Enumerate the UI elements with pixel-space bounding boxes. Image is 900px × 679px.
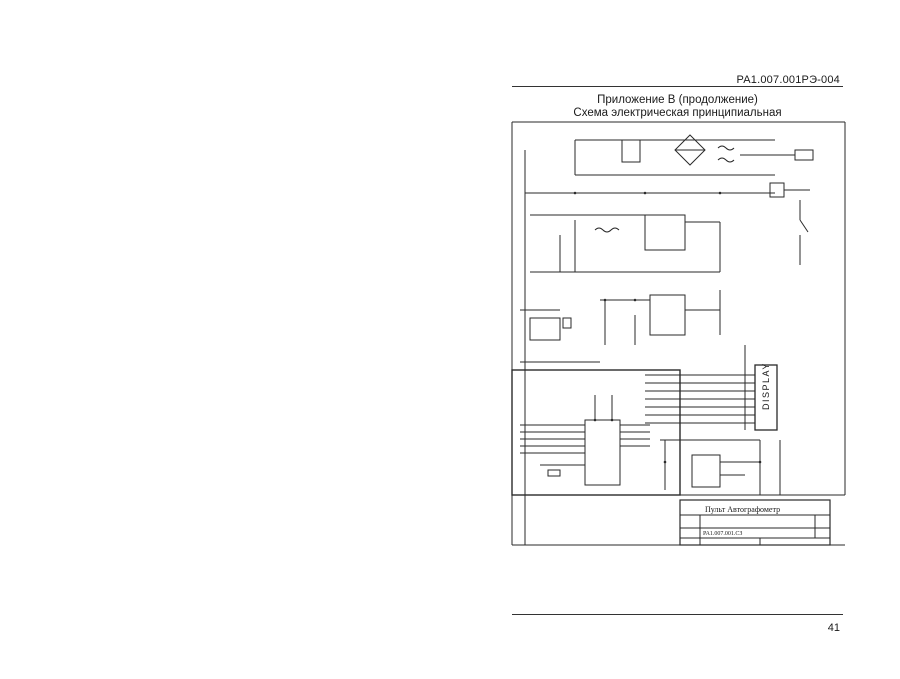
converter-ic bbox=[644, 214, 686, 251]
timer-ic bbox=[691, 454, 721, 488]
mcu-section-frame bbox=[511, 369, 681, 496]
footer-rule bbox=[512, 614, 843, 615]
title-block bbox=[679, 499, 831, 546]
driver-ic bbox=[649, 294, 686, 336]
title-block-product-name: Пульт Автографометр bbox=[705, 505, 780, 514]
microcontroller-ic bbox=[584, 419, 621, 486]
display-label: DISPLAY bbox=[761, 362, 771, 410]
power-connector bbox=[794, 149, 814, 161]
document-code: РА1.007.001РЭ-004 bbox=[736, 74, 840, 86]
crystal-resonator bbox=[547, 469, 561, 477]
diode-bridge bbox=[674, 134, 706, 166]
relay-block bbox=[562, 317, 572, 329]
header-rule bbox=[512, 86, 843, 87]
fuse-block bbox=[769, 182, 785, 198]
switch-block bbox=[529, 317, 561, 341]
transformer-coil bbox=[717, 145, 735, 151]
appendix-title: Приложение В (продолжение) bbox=[597, 94, 758, 106]
display-connector bbox=[754, 364, 778, 431]
regulator-ic bbox=[621, 139, 641, 163]
title-block-designation: РА1.007.001.СЗ bbox=[703, 531, 742, 537]
page-number: 41 bbox=[827, 622, 840, 634]
scheme-title: Схема электрическая принципиальная bbox=[573, 107, 782, 119]
switch-contact bbox=[799, 219, 809, 233]
inductor-coil bbox=[594, 227, 620, 233]
